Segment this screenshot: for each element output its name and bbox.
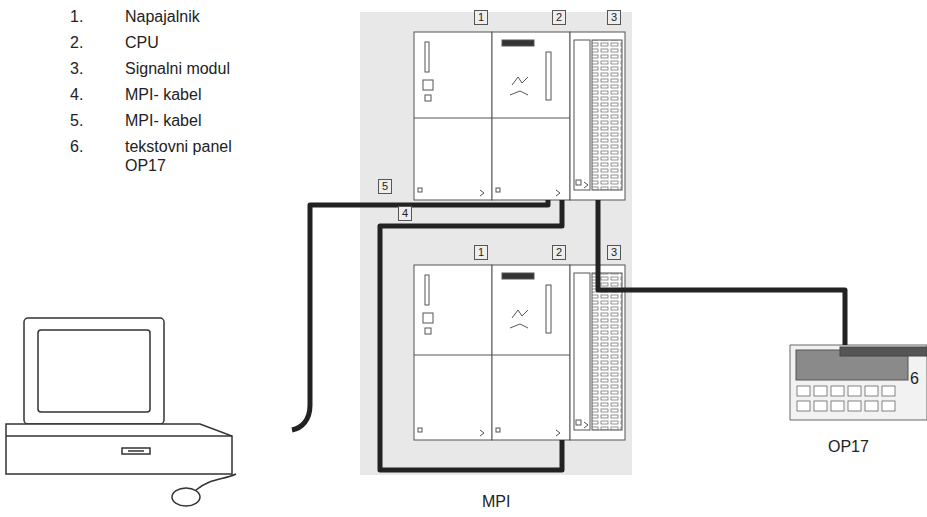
callout-number: 3: [607, 10, 621, 25]
callout-number: 5: [378, 179, 392, 194]
key: [882, 386, 895, 396]
lower-rack: [414, 265, 625, 440]
key: [848, 401, 861, 411]
key: [882, 401, 895, 411]
key: [797, 401, 810, 411]
callout-number: 1: [474, 10, 488, 25]
mpi-region: MPI123123: [360, 12, 632, 475]
callout-number: 2: [552, 10, 566, 25]
mpi-cable: [292, 200, 548, 430]
signal-module: 3: [570, 32, 625, 200]
key: [814, 401, 827, 411]
key: [865, 401, 878, 411]
part-name: Napajalnik: [125, 7, 200, 26]
signal-module: 3: [570, 265, 625, 440]
key: [814, 386, 827, 396]
callout-number: 4: [398, 206, 412, 221]
pc-illustration: [6, 318, 236, 506]
list-number: 4.: [70, 85, 83, 104]
node-label: OP17: [828, 437, 869, 456]
upper-rack: [414, 32, 625, 200]
list-number: 1.: [70, 7, 83, 26]
part-name: MPI- kabel: [125, 85, 201, 104]
callout-number: 1: [474, 245, 488, 260]
node-label: 6: [910, 369, 919, 388]
op17-panel: [790, 345, 927, 420]
part-name: tekstovni panel OP17: [125, 137, 235, 175]
list-number: 6.: [70, 137, 83, 156]
part-name: Signalni modul: [125, 59, 230, 78]
key: [831, 401, 844, 411]
key: [797, 386, 810, 396]
mpi-cable: [598, 200, 845, 345]
key: [848, 386, 861, 396]
power-supply-module: 1: [414, 32, 492, 200]
list-number: 5.: [70, 111, 83, 130]
mpi-region: [360, 12, 632, 475]
callout-number: 2: [552, 245, 566, 260]
cpu-module: 2: [492, 265, 570, 440]
text-panel: 6OP17: [790, 345, 920, 420]
power-supply-module: 1: [414, 265, 492, 440]
callout-number: 3: [607, 245, 621, 260]
part-name: MPI- kabel: [125, 111, 201, 130]
key: [831, 386, 844, 396]
node-label: MPI: [482, 492, 510, 511]
part-name: CPU: [125, 33, 159, 52]
mpi-cable: [380, 200, 562, 470]
cpu-module: 2: [492, 32, 570, 200]
list-number: 3.: [70, 59, 83, 78]
list-number: 2.: [70, 33, 83, 52]
key: [865, 386, 878, 396]
op17-keys: [797, 386, 895, 411]
